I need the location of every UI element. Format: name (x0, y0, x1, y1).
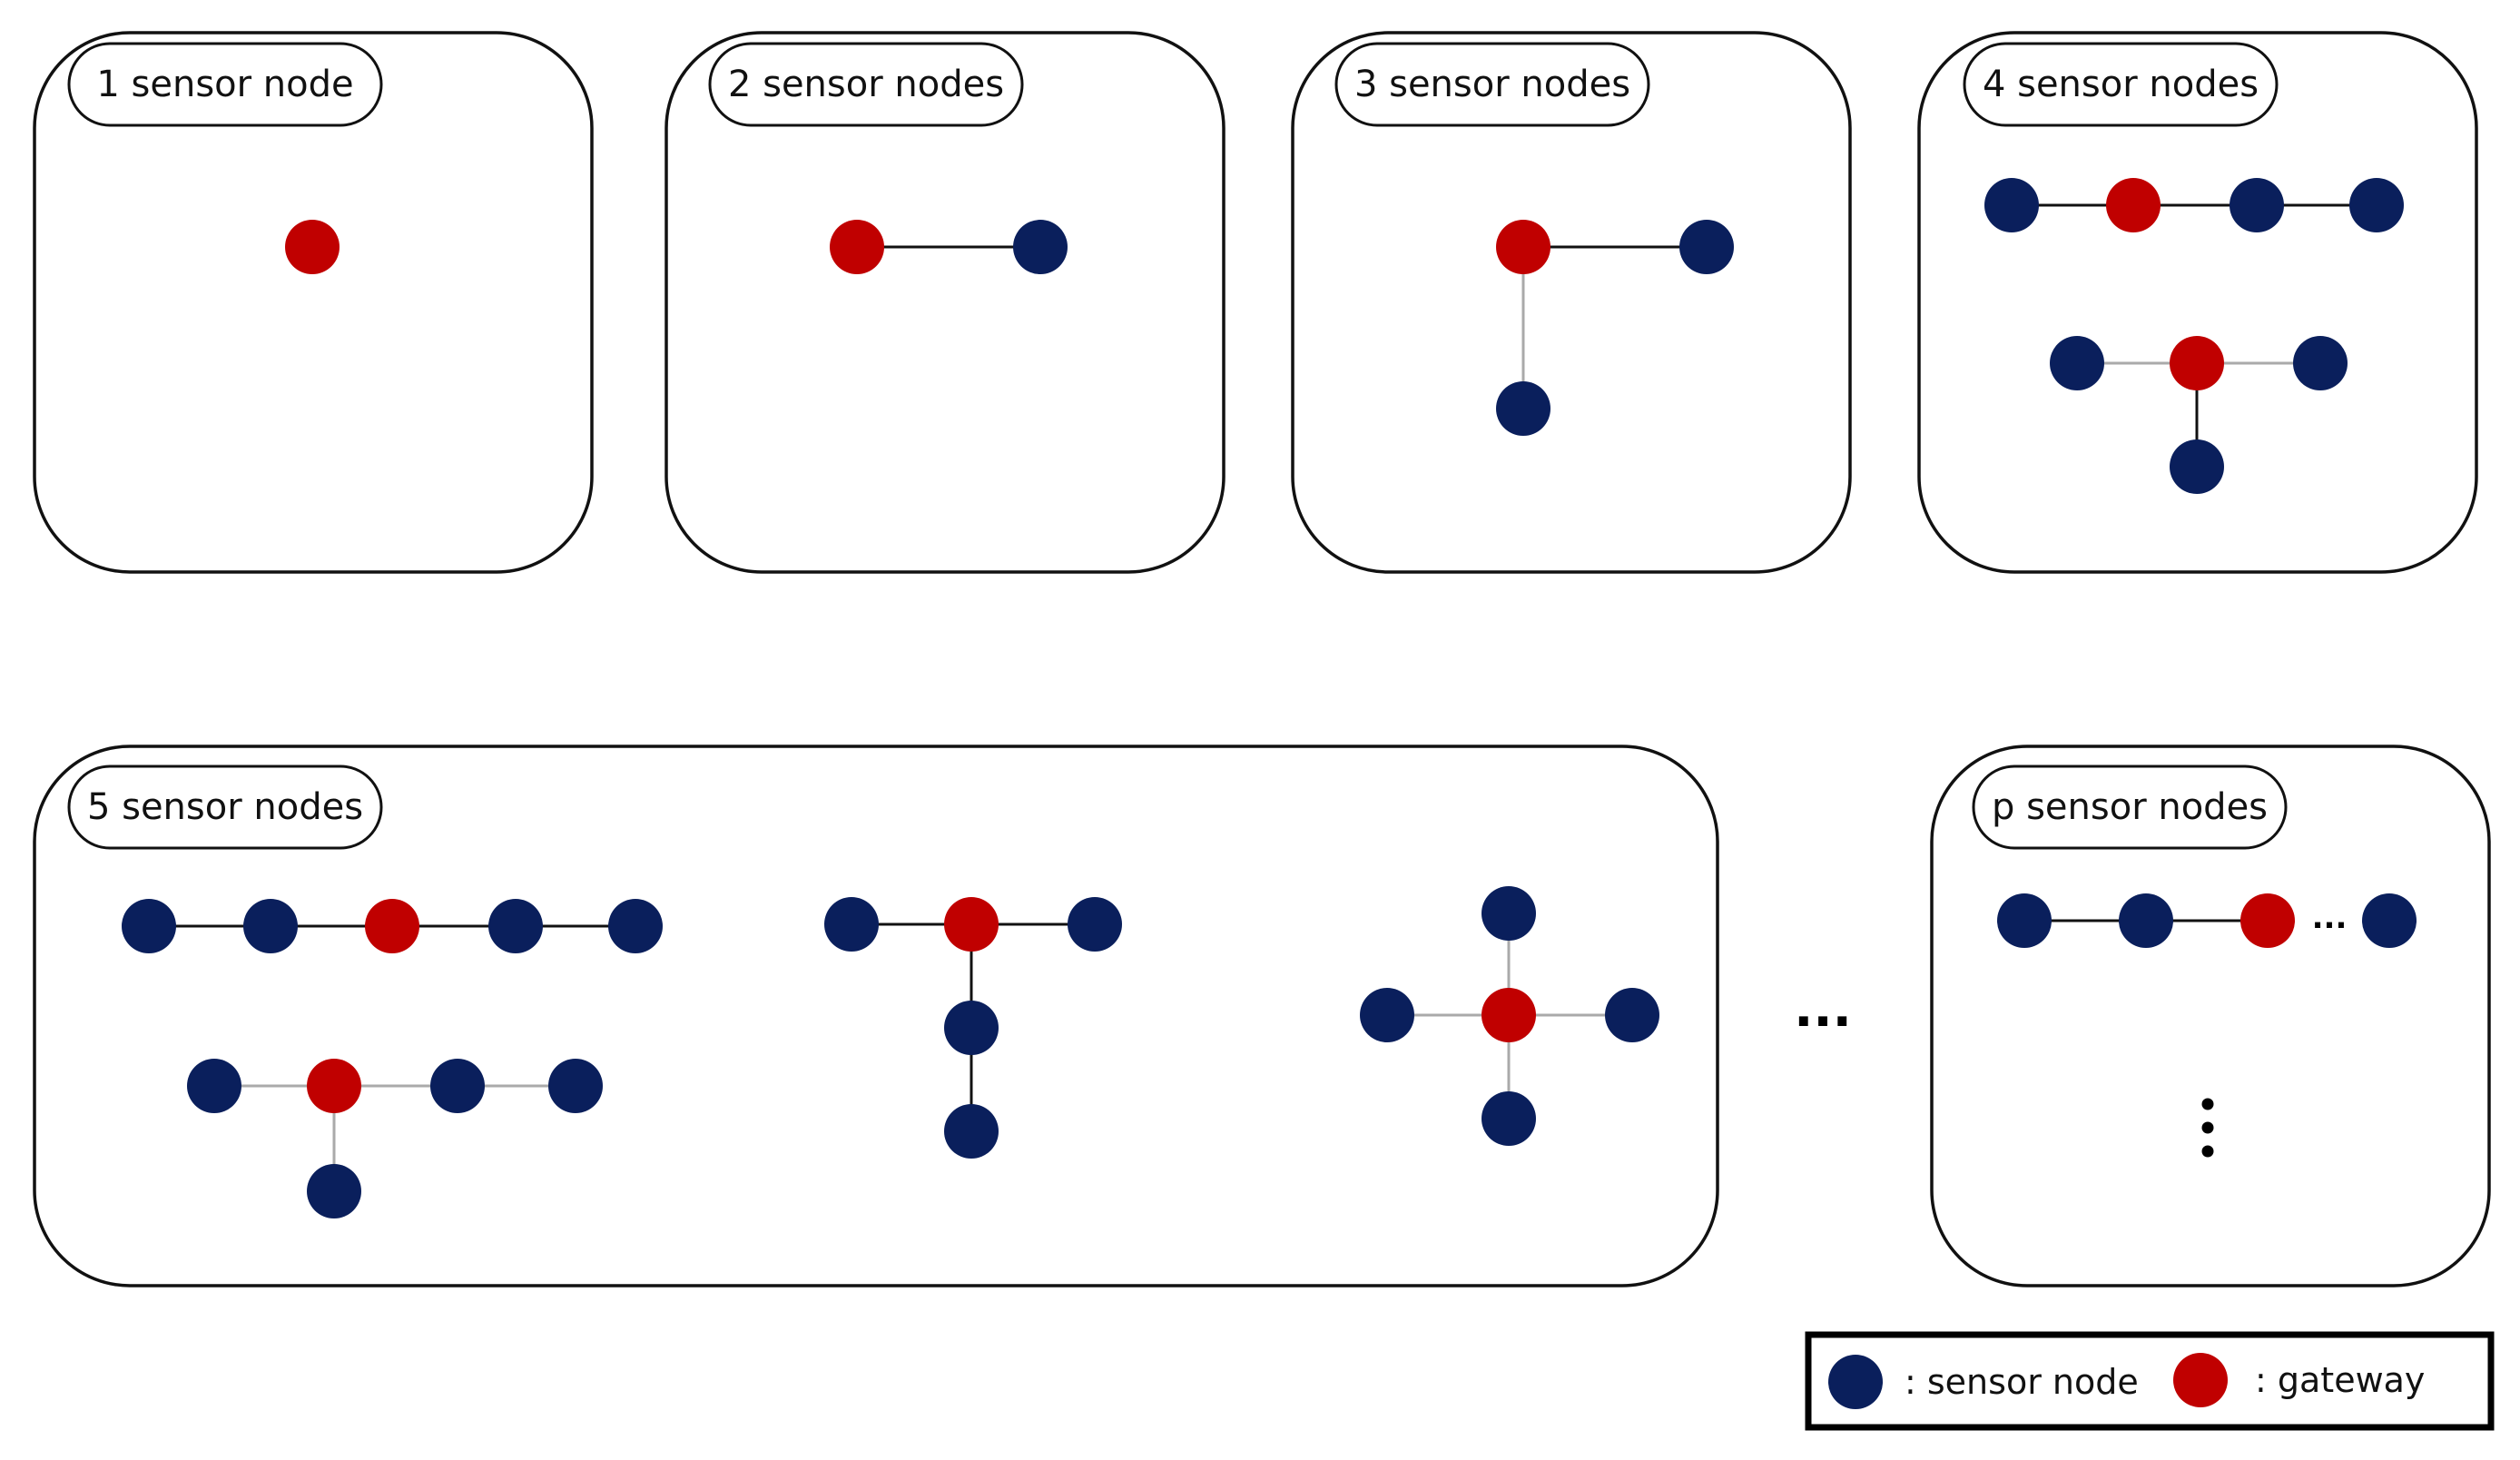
sensor-node (307, 1164, 361, 1218)
panel-frame (664, 31, 1226, 574)
panel-title: p sensor nodes (1992, 786, 2268, 828)
gateway-node (307, 1059, 361, 1113)
legend-gateway-label: : gateway (2255, 1360, 2425, 1400)
panel-title-pill (67, 42, 383, 127)
continuation-ellipsis: ... (1794, 980, 1852, 1039)
sensor-node (1605, 988, 1659, 1042)
sensor-node (944, 1001, 999, 1055)
panel-frame (1917, 31, 2478, 574)
panel-4-sensor-nodes: 4 sensor nodes (1917, 31, 2478, 574)
sensor-node (1984, 178, 2039, 232)
ellipsis-dot (2201, 1145, 2214, 1158)
gateway-node (944, 897, 999, 952)
sensor-node (2362, 893, 2417, 948)
panel-5-sensor-nodes: 5 sensor nodes (33, 745, 1719, 1287)
panel-title: 3 sensor nodes (1354, 64, 1630, 105)
legend-gateway-swatch (2173, 1353, 2228, 1407)
sensor-node (122, 899, 176, 953)
panel-title-pill (1963, 42, 2279, 127)
panel-3-sensor-nodes: 3 sensor nodes (1291, 31, 1852, 574)
legend-sensor-label: : sensor node (1905, 1362, 2139, 1402)
gateway-node (2240, 893, 2295, 948)
sensor-node (2349, 178, 2404, 232)
panel-frame (1930, 745, 2491, 1287)
gateway-node (365, 899, 419, 953)
panel-title: 4 sensor nodes (1983, 64, 2259, 105)
sensor-node (824, 897, 879, 952)
sensor-node (1360, 988, 1414, 1042)
sensor-node (1997, 893, 2052, 948)
sensor-node (243, 899, 298, 953)
sensor-node (430, 1059, 485, 1113)
panel-2-sensor-nodes: 2 sensor nodes (664, 31, 1226, 574)
legend: : sensor node : gateway (1805, 1331, 2495, 1431)
panel-title-pill (1972, 765, 2288, 850)
vertical-ellipsis (2201, 1098, 2214, 1158)
sensor-node (1481, 886, 1536, 941)
sensor-node (608, 899, 663, 953)
legend-frame (1805, 1331, 2495, 1431)
sensor-node (1496, 381, 1550, 436)
gateway-node (1496, 220, 1550, 274)
sensor-node (2170, 439, 2224, 494)
legend-sensor-swatch (1828, 1355, 1883, 1409)
panel-frame (33, 31, 594, 574)
panel-title-pill (708, 42, 1024, 127)
ellipsis-dot (2201, 1121, 2214, 1134)
sensor-node (2293, 336, 2348, 390)
panel-p-sensor-nodes: p sensor nodes ... (1930, 745, 2491, 1287)
sensor-node (944, 1104, 999, 1159)
sensor-node (488, 899, 543, 953)
gateway-node (2170, 336, 2224, 390)
panel-1-sensor-node: 1 sensor node (33, 31, 594, 574)
sensor-node (2230, 178, 2284, 232)
sensor-node (1068, 897, 1122, 952)
sensor-node (548, 1059, 603, 1113)
ellipsis-dot (2201, 1098, 2214, 1110)
panel-title-pill (1334, 42, 1650, 127)
panel-frame (33, 745, 1719, 1287)
gateway-node (830, 220, 884, 274)
inline-ellipsis: ... (2312, 900, 2348, 936)
sensor-node (187, 1059, 241, 1113)
sensor-node (1481, 1091, 1536, 1146)
panel-title: 2 sensor nodes (728, 64, 1004, 105)
gateway-node (1481, 988, 1536, 1042)
panel-title-pill (67, 765, 383, 850)
panel-frame (1291, 31, 1852, 574)
panel-title: 1 sensor node (96, 64, 353, 105)
sensor-node (1679, 220, 1734, 274)
gateway-node (285, 220, 340, 274)
gateway-node (2106, 178, 2161, 232)
sensor-node (2050, 336, 2104, 390)
panel-title: 5 sensor nodes (87, 786, 363, 828)
sensor-node (1013, 220, 1068, 274)
sensor-node (2119, 893, 2173, 948)
